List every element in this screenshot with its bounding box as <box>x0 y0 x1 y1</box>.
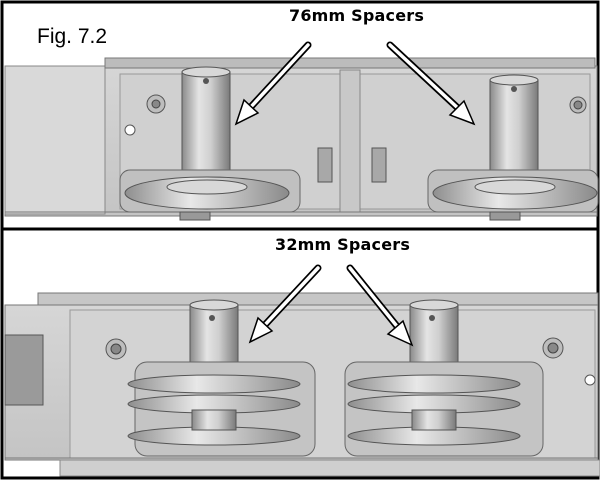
bottom-assembly <box>4 292 600 477</box>
top-assembly <box>4 57 599 221</box>
callout-32mm-spacers: 32mm Spacers <box>275 235 411 254</box>
fig-label-box <box>26 17 126 55</box>
figure-number: Fig. 7.2 <box>37 25 108 48</box>
bottom-callout-arrows <box>248 264 414 347</box>
callout-76mm-spacers: 76mm Spacers <box>289 6 425 25</box>
top-callout-arrows <box>234 41 476 126</box>
